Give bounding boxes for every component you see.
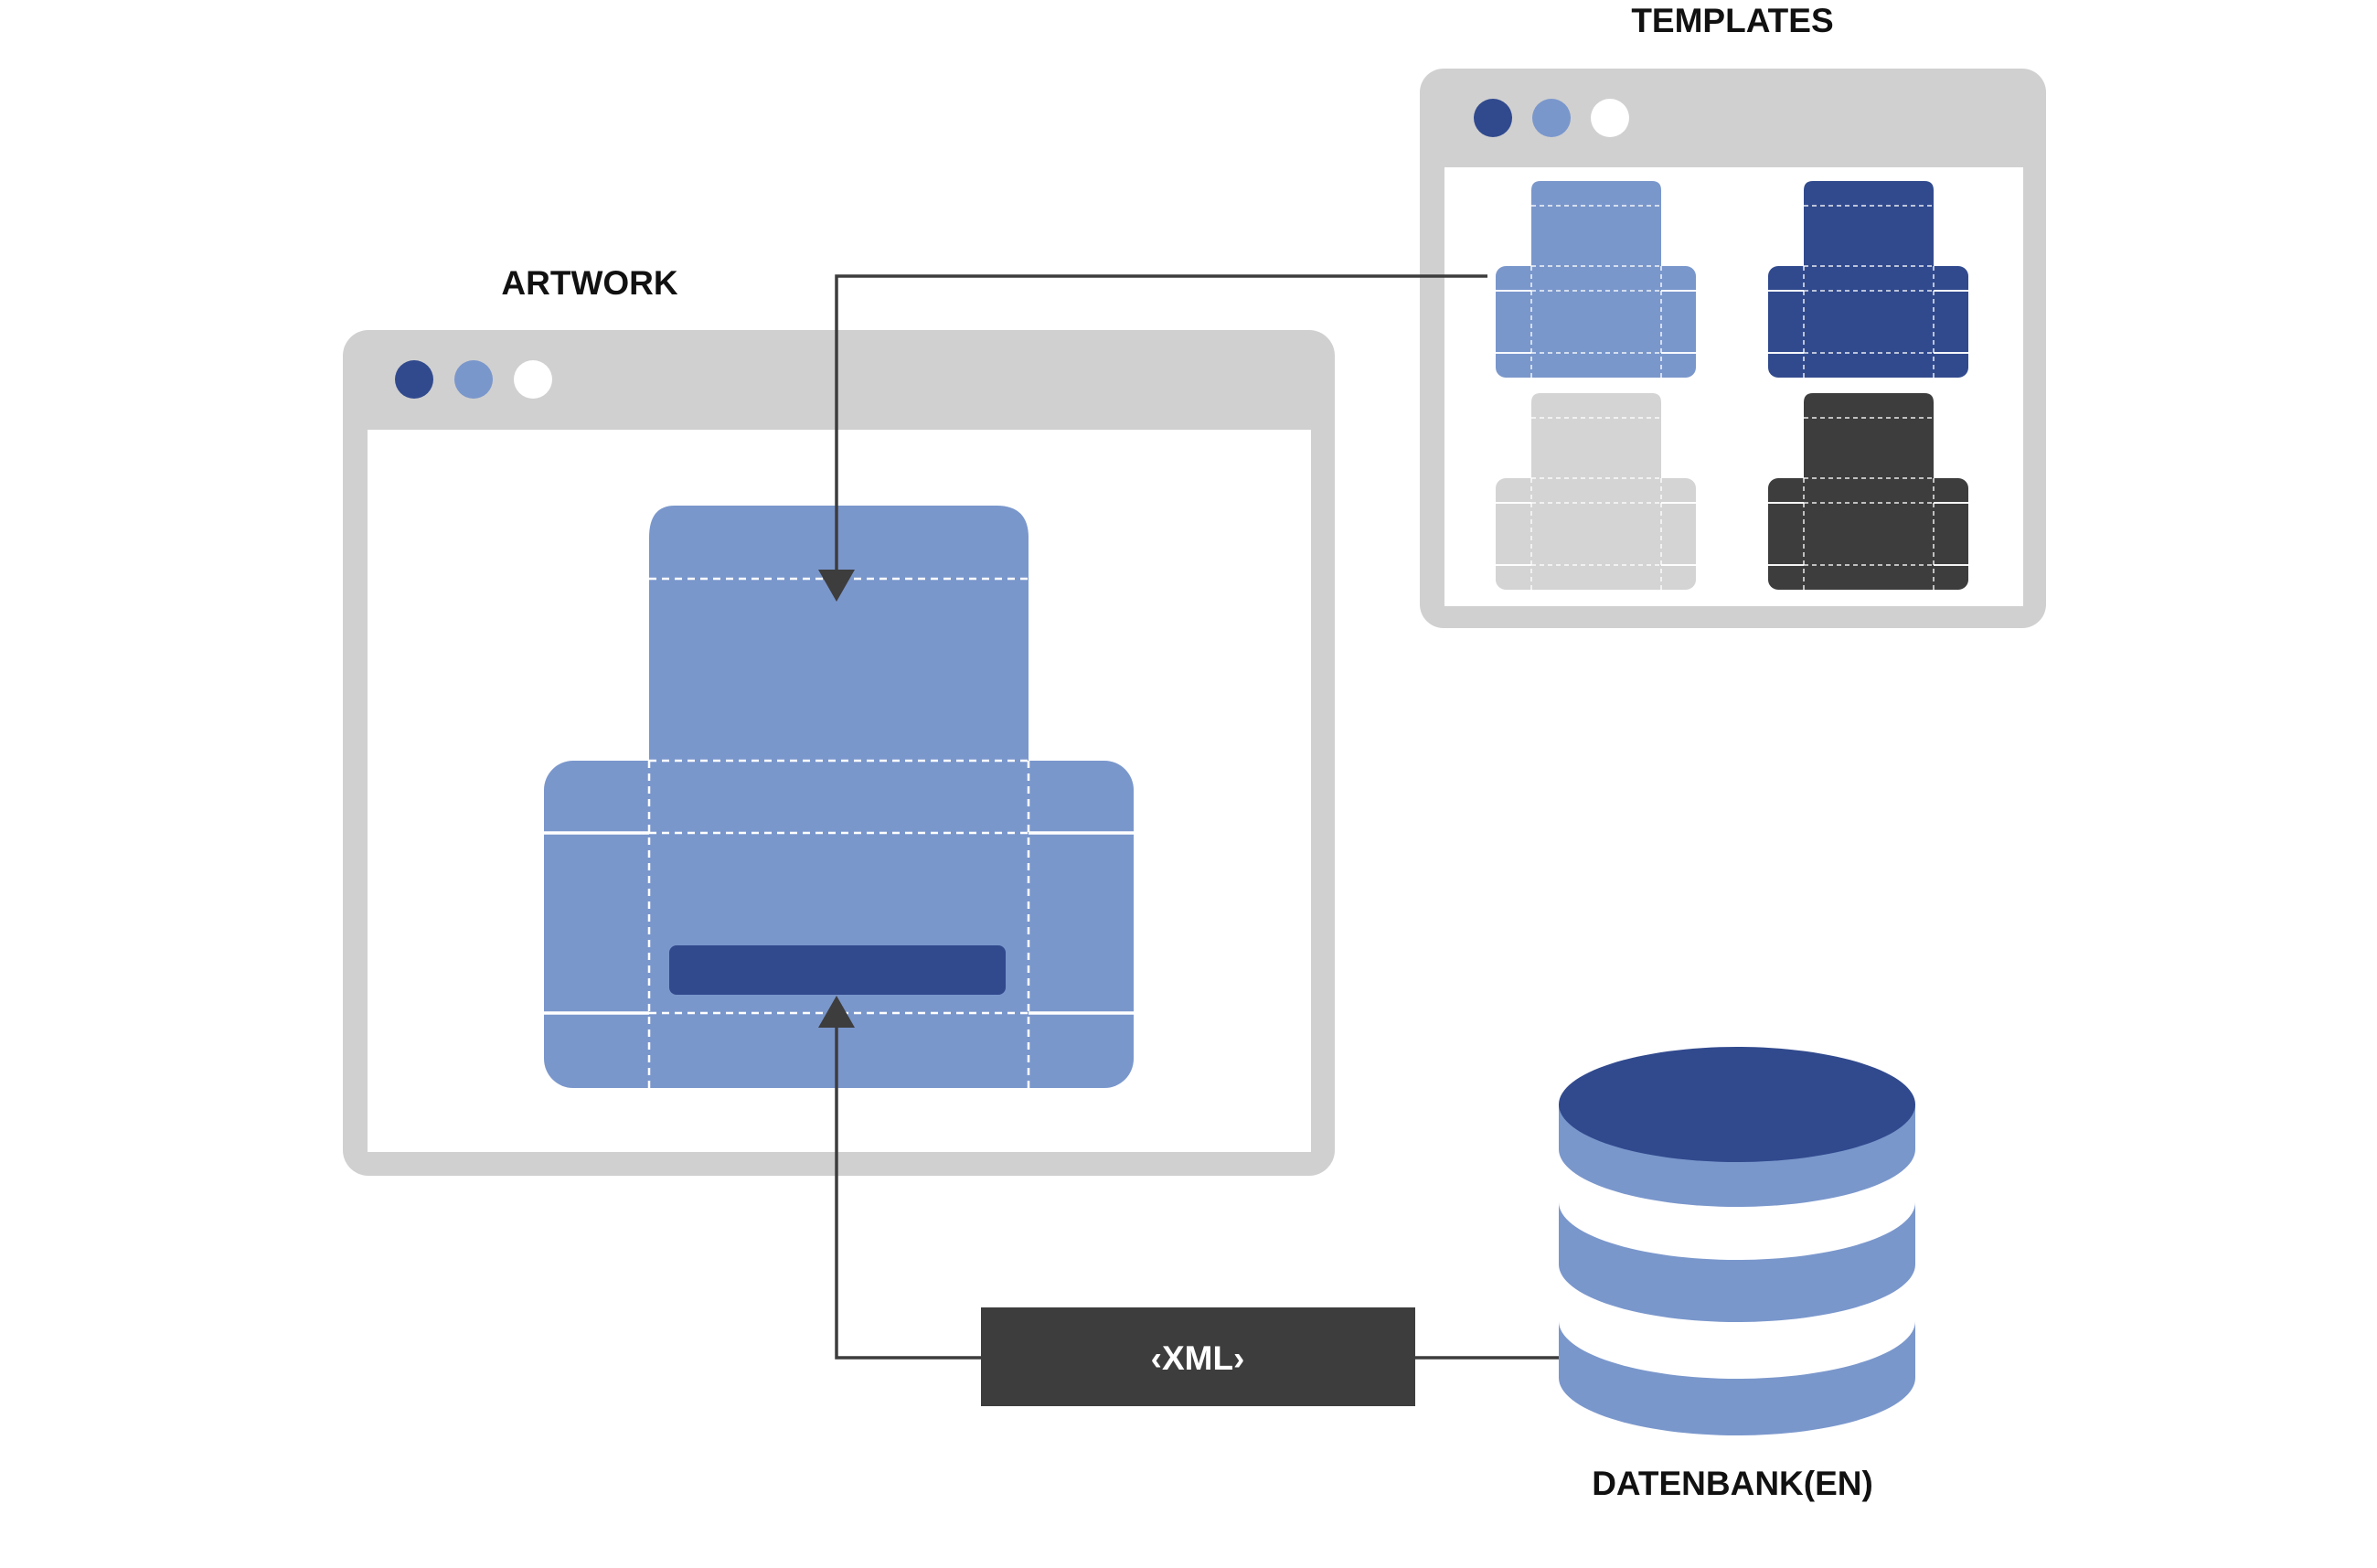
window-dot-dark-blue [1474, 99, 1512, 137]
database-icon [1559, 1047, 1915, 1435]
window-dot-dark-blue [395, 360, 433, 399]
box-lid [649, 506, 1029, 763]
template-light-blue[interactable] [1496, 181, 1696, 378]
box-dieline-icon [544, 506, 1134, 1088]
template-box-body [1496, 266, 1696, 378]
arrow-head-icon [818, 570, 855, 602]
database-label: DATENBANK(EN) [1592, 1465, 1873, 1502]
database-middle-segment [1559, 1202, 1915, 1322]
template-dark-gray[interactable] [1768, 393, 1968, 590]
text-placeholder-bar [669, 945, 1006, 995]
template-box-body [1496, 478, 1696, 590]
xml-data-block: ‹XML› [981, 1307, 1415, 1406]
template-box-lid [1531, 181, 1661, 268]
window-dot-light-blue [454, 360, 493, 399]
template-box-lid [1531, 393, 1661, 480]
xml-to-artwork-connector [835, 1022, 983, 1360]
templates-label: TEMPLATES [1631, 2, 1833, 39]
database-bottom-segment [1559, 1321, 1915, 1435]
box-body [544, 761, 1134, 1088]
template-light-gray[interactable] [1496, 393, 1696, 590]
template-thumbnails [1496, 181, 1968, 590]
template-box-body [1768, 266, 1968, 378]
template-box-body [1768, 478, 1968, 590]
xml-box [981, 1307, 1415, 1406]
artwork-label: ARTWORK [501, 264, 677, 302]
template-dark-blue[interactable] [1768, 181, 1968, 378]
template-box-lid [1804, 181, 1934, 268]
database-lid [1559, 1047, 1915, 1162]
xml-label: ‹XML› [1151, 1339, 1245, 1377]
arrow-head-icon [818, 996, 855, 1028]
window-dot-white [1591, 99, 1629, 137]
window-dot-white [514, 360, 552, 399]
window-dot-light-blue [1532, 99, 1571, 137]
template-box-lid [1804, 393, 1934, 480]
template-to-artwork-connector [835, 274, 1487, 574]
